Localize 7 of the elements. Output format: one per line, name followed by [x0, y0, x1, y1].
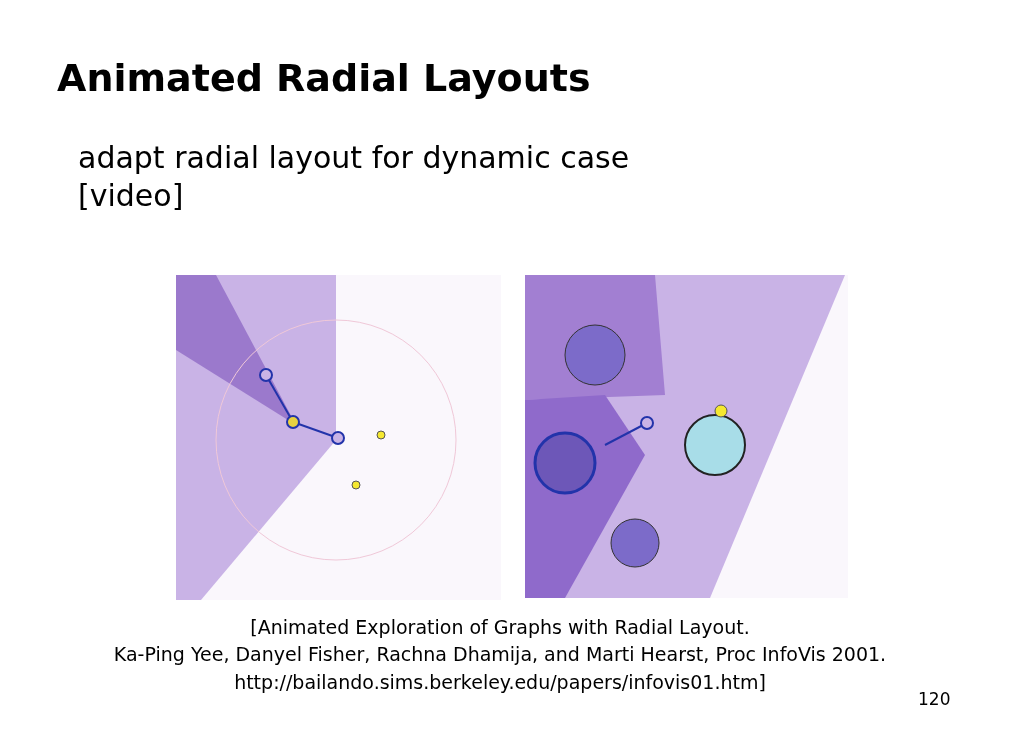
citation-text: Ka-Ping Yee, Danyel Fisher, Rachna Dhamija, and Marti Hearst, Proc InfoVis 2001.: [113, 643, 887, 665]
slide-title: Animated Radial Layouts: [57, 56, 591, 100]
page-number: 120: [918, 689, 951, 709]
citation-text: http://bailando.sims.berkeley.edu/papers/infovis01.htm]: [234, 671, 766, 693]
citation-text: [Animated Exploration of Graphs with Radial Layout.: [250, 616, 750, 638]
bullet-text: adapt radial layout for dynamic case: [78, 140, 630, 175]
bullet-text: [video]: [78, 178, 184, 213]
